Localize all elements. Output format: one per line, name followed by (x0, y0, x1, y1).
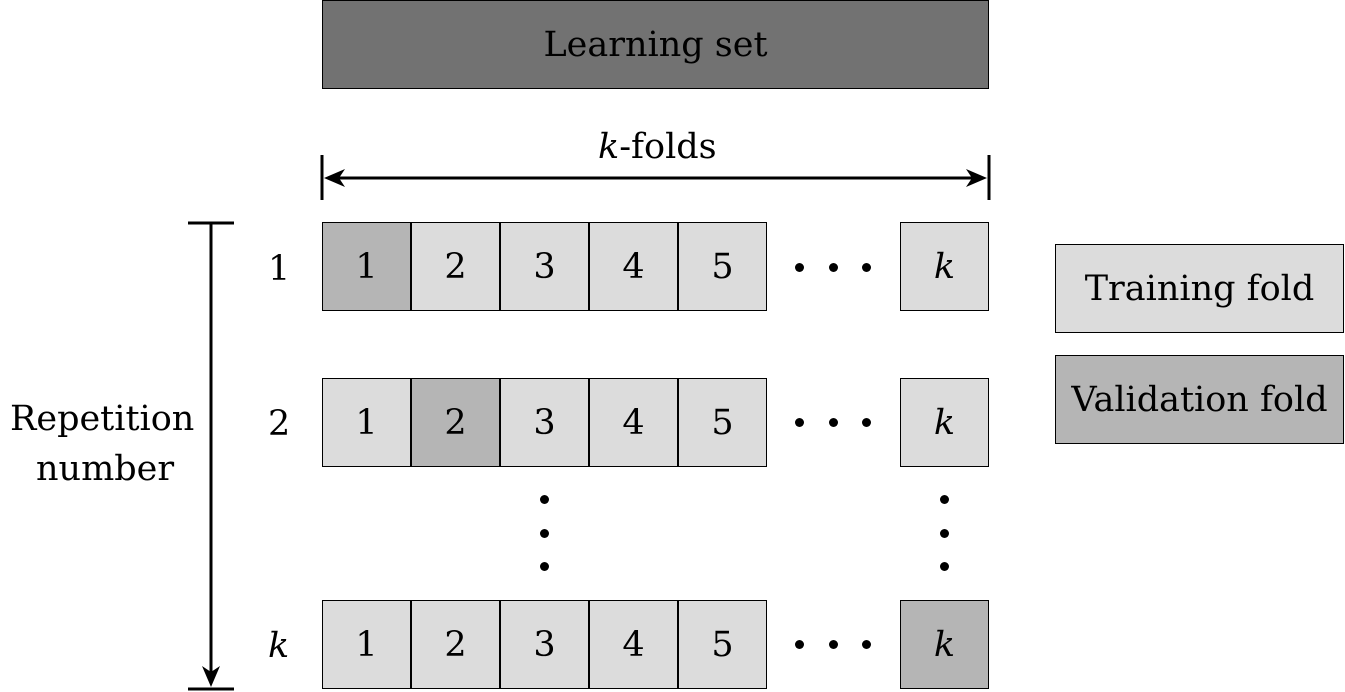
fold-cell: 3 (500, 378, 589, 467)
vertical-ellipsis-dot (540, 562, 549, 571)
ellipsis-dot (862, 640, 871, 649)
legend-training-label: Training fold (1084, 268, 1315, 309)
legend-validation-label: Validation fold (1071, 379, 1328, 420)
ellipsis-dot (795, 640, 804, 649)
fold-cell: 4 (589, 378, 678, 467)
repetition-label-line1: Repetition (10, 399, 195, 439)
fold-cell: 1 (322, 600, 411, 689)
ellipsis-dot (829, 263, 838, 272)
ellipsis-dot (795, 418, 804, 427)
fold-cell: 3 (500, 222, 589, 311)
vertical-ellipsis-dot (540, 529, 549, 538)
legend-training: Training fold (1055, 244, 1344, 333)
kfolds-arrow (320, 155, 991, 200)
ellipsis-dot (829, 640, 838, 649)
fold-cell: 3 (500, 600, 589, 689)
fold-cell: 5 (678, 378, 767, 467)
ellipsis-dot (862, 263, 871, 272)
row-label: 2 (268, 404, 291, 444)
legend-validation: Validation fold (1055, 355, 1344, 444)
learning-set-box: Learning set (322, 0, 989, 89)
ellipsis-dot (829, 418, 838, 427)
learning-set-label: Learning set (543, 24, 768, 65)
vertical-ellipsis-dot (940, 529, 949, 538)
fold-cell: 1 (322, 378, 411, 467)
fold-cell: 2 (411, 600, 500, 689)
fold-cell: 5 (678, 600, 767, 689)
vertical-ellipsis-dot (540, 495, 549, 504)
fold-cell: 5 (678, 222, 767, 311)
kfolds-label: k-folds (598, 130, 717, 165)
fold-cell: 2 (411, 378, 500, 467)
ellipsis-dot (862, 418, 871, 427)
fold-cell: k (900, 600, 989, 689)
vertical-ellipsis-dot (940, 495, 949, 504)
fold-cell: 1 (322, 222, 411, 311)
row-label: k (268, 626, 290, 666)
repetition-arrow (188, 221, 234, 691)
row-label: 1 (268, 249, 291, 289)
ellipsis-dot (795, 263, 804, 272)
fold-cell: 2 (411, 222, 500, 311)
repetition-label-line2: number (36, 449, 175, 489)
fold-cell: 4 (589, 600, 678, 689)
fold-cell: 4 (589, 222, 678, 311)
vertical-ellipsis-dot (940, 562, 949, 571)
fold-cell: k (900, 222, 989, 311)
kfolds-suffix: -folds (619, 127, 717, 167)
fold-cell: k (900, 378, 989, 467)
kfolds-k: k (598, 127, 620, 167)
